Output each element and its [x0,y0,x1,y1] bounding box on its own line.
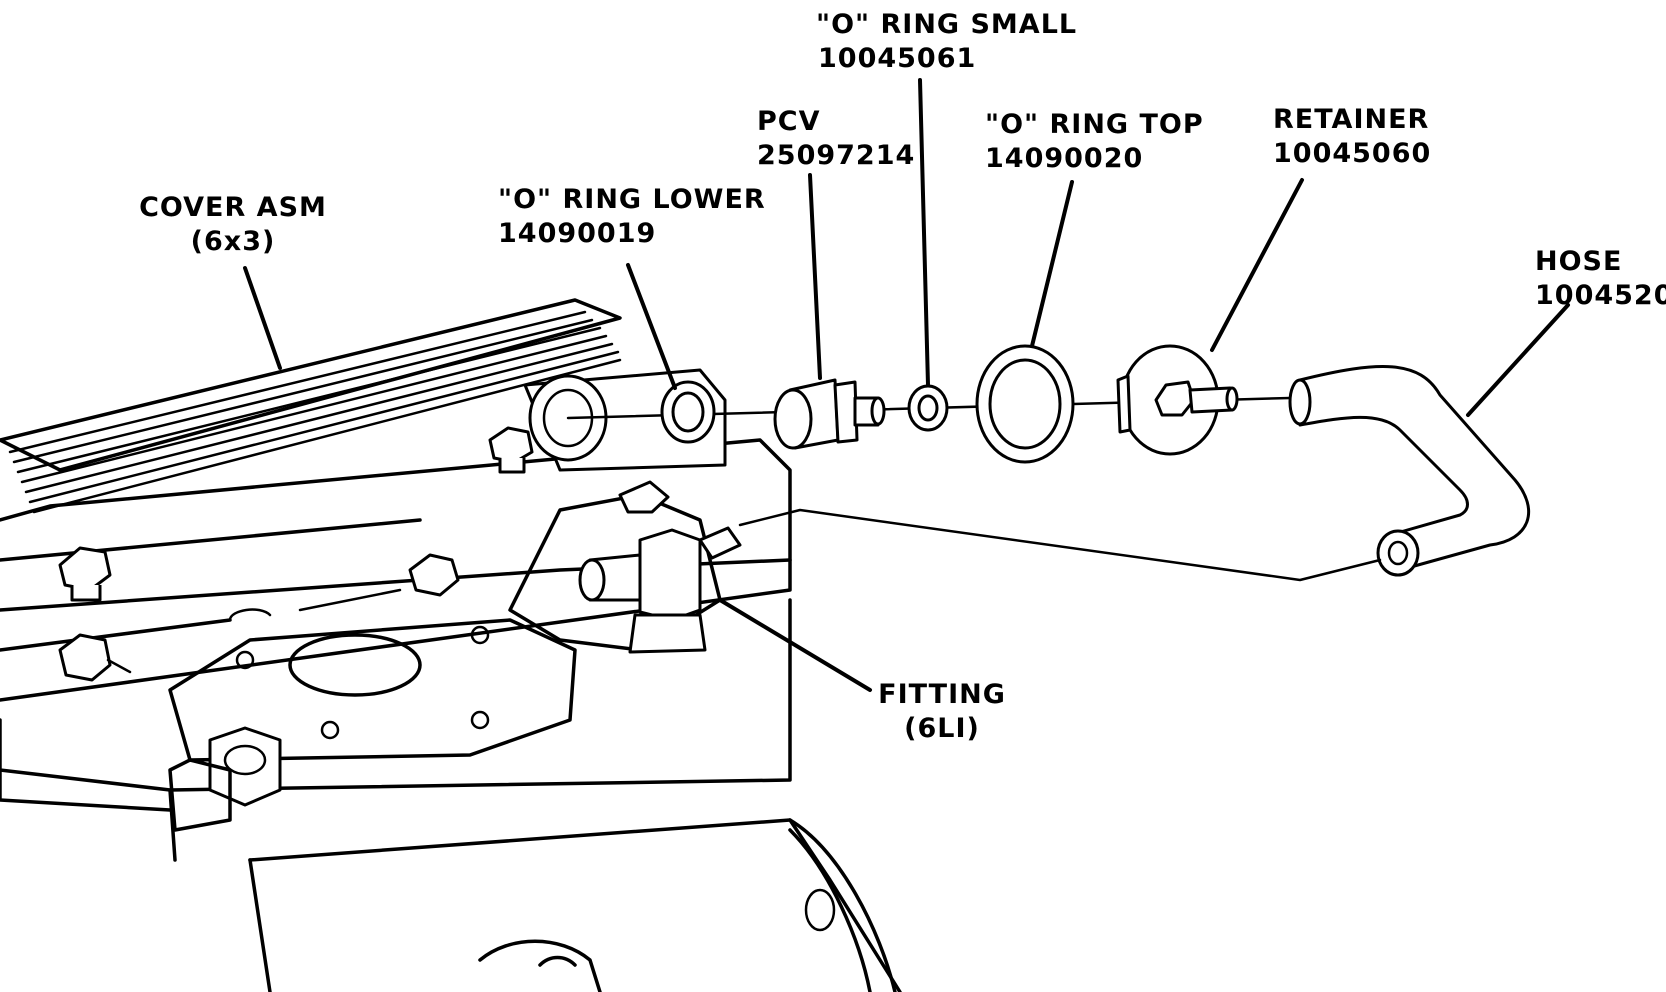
label-o-ring-small: "O" RING SMALL 10045061 [816,9,1077,74]
label-retainer-name: RETAINER [1273,104,1429,135]
engine-cover-assembly [0,298,902,992]
label-o-ring-lower-number: 14090019 [498,218,656,249]
label-o-ring-lower-name: "O" RING LOWER [498,184,766,215]
leader-hose [1466,303,1570,417]
label-o-ring-top-name: "O" RING TOP [985,109,1204,140]
leader-pcv [808,173,822,380]
lower-boss [208,726,282,807]
label-o-ring-small-name: "O" RING SMALL [816,9,1077,40]
pcv-valve-part [773,378,886,450]
label-fitting: FITTING (6LI) [878,679,1006,744]
o-ring-lower-part [660,380,716,444]
leader-cover-asm [243,266,282,370]
cover-bolt-2 [488,426,534,474]
o-ring-small-part [907,384,949,432]
leader-lines [243,78,1570,692]
leader-o-ring-top [1030,180,1074,348]
label-o-ring-small-number: 10045061 [818,43,976,74]
hose-part [1288,365,1531,577]
label-hose-name: HOSE [1535,246,1622,277]
label-hose: HOSE 10045200 [1535,246,1666,311]
label-pcv-name: PCV [757,106,821,137]
label-o-ring-top-number: 14090020 [985,143,1143,174]
label-cover-asm: COVER ASM (6x3) [139,192,327,257]
leader-o-ring-small [918,78,930,387]
label-hose-number: 10045200 [1535,280,1666,311]
leader-retainer [1210,178,1304,352]
throttle-bracket [228,493,722,652]
cover-bolt-1 [58,546,112,602]
cover-bolt-3 [58,633,132,682]
label-pcv-number: 25097214 [757,140,915,171]
label-pcv: PCV 25097214 [757,106,915,171]
fitting-part [578,480,742,654]
label-o-ring-lower: "O" RING LOWER 14090019 [498,184,766,249]
leader-fitting [718,598,872,692]
label-retainer-number: 10045060 [1273,138,1431,169]
leader-o-ring-lower [626,263,677,390]
label-fitting-name: FITTING [878,679,1006,710]
label-o-ring-top: "O" RING TOP 14090020 [985,109,1204,174]
o-ring-top-part [975,344,1075,464]
label-fitting-code: (6LI) [904,713,980,744]
label-cover-asm-code: (6x3) [191,226,276,257]
hose-routing-line [738,508,1382,582]
label-cover-asm-name: COVER ASM [139,192,327,223]
label-retainer: RETAINER 10045060 [1273,104,1431,169]
cover-ribs [0,298,622,514]
retainer-part [1116,344,1239,456]
